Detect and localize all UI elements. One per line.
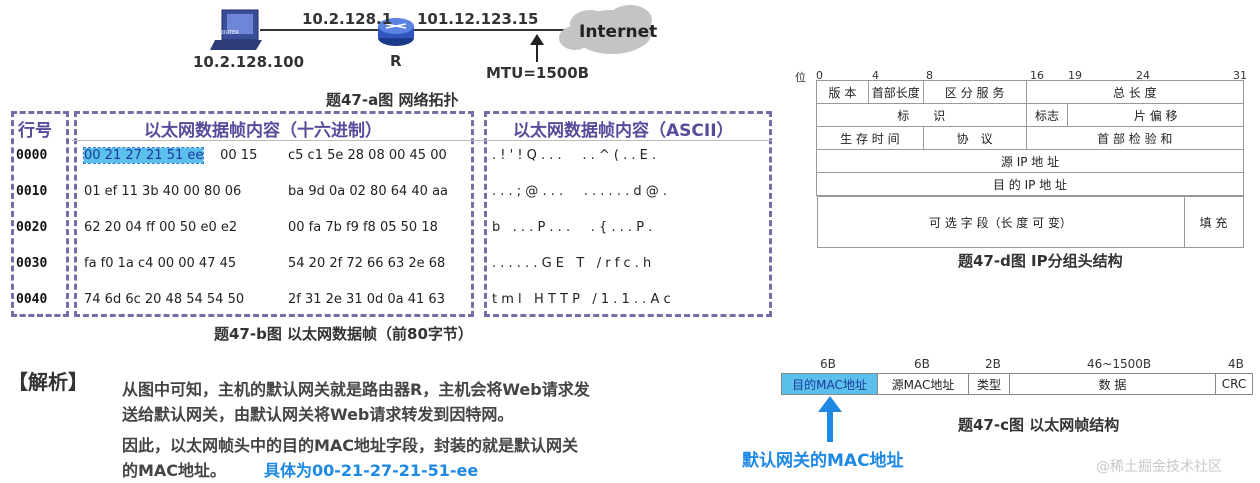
data-field: 数 据 (1009, 373, 1216, 395)
analysis-line: 因此，以太网帧头中的目的MAC地址字段，封装的就是默认网关 (122, 436, 579, 455)
internet-cloud-icon (559, 5, 652, 54)
hex-header: 以太网数据帧内容（十六进制） (144, 121, 382, 141)
arrow-up-icon (818, 396, 842, 442)
padding-field: 填 充 (1184, 196, 1244, 248)
gateway-ip: 10.2.128.1 (302, 10, 393, 28)
line-number-header: 行号 (18, 121, 52, 141)
header-divider (72, 140, 772, 141)
line-number: 0020 (16, 220, 48, 235)
analysis-line: 从图中可知，主机的默认网关就是路由器R，主机会将Web请求发 (122, 380, 590, 399)
ascii-text: . ! ' ! Q . . . . . ^ ( . . E . (492, 148, 657, 163)
hex-bytes: 2f 31 2e 31 0d 0a 41 63 (288, 292, 445, 307)
bit-label: 8 (926, 69, 933, 82)
ihl-field: 首部长度 (867, 80, 924, 104)
line-number: 0040 (16, 292, 48, 307)
tos-field: 区 分 服 务 (922, 80, 1027, 104)
analysis-title: 【解析】 (8, 370, 88, 394)
bit-label: 16 (1030, 69, 1044, 82)
ascii-header: 以太网数据帧内容（ASCII） (513, 121, 734, 141)
bit-label: 位 (795, 71, 806, 84)
computer-icon (210, 9, 262, 50)
router-icon-text: ROUTER (218, 30, 239, 36)
options-field: 可 选 字 段（长 度 可 变） (816, 196, 1185, 248)
total-length-field: 总 长 度 (1025, 80, 1245, 104)
ip-header-table: 版 本 首部长度 区 分 服 务 总 长 度 标 识 标志 片 偏 移 生 存 … (816, 80, 1245, 248)
ascii-text: . . . . . . G E T / r f c . h (492, 256, 652, 271)
crc-field: CRC (1215, 373, 1253, 395)
router-icon (378, 18, 414, 46)
wan-ip: 101.12.123.15 (417, 10, 539, 28)
ttl-field: 生 存 时 间 (816, 126, 924, 150)
source-ip-field: 源 IP 地 址 (816, 149, 1244, 173)
protocol-field: 协 议 (922, 126, 1027, 150)
analysis-line: 送给默认网关，由默认网关将Web请求转发到因特网。 (122, 405, 514, 424)
topology-caption: 题47-a图 网络拓扑 (326, 91, 459, 109)
field-size: 46~1500B (1087, 357, 1152, 371)
ethernet-frame-table: 目的MAC地址 源MAC地址 类型 数 据 CRC (781, 373, 1253, 395)
ip-header-caption: 题47-d图 IP分组头结构 (958, 252, 1123, 270)
host-ip: 10.2.128.100 (193, 53, 305, 71)
hex-bytes: 74 6d 6c 20 48 54 54 50 (84, 292, 245, 307)
field-size: 6B (914, 357, 930, 371)
bit-label: 19 (1068, 69, 1082, 82)
field-size: 6B (820, 357, 836, 371)
watermark: @稀土掘金技术社区 (1096, 459, 1222, 475)
dest-mac-highlight: 00 21 27 21 51 ee (82, 147, 205, 164)
bit-label: 0 (816, 69, 823, 82)
field-size: 4B (1228, 357, 1244, 371)
fragment-offset-field: 片 偏 移 (1067, 103, 1244, 127)
analysis-line: 的MAC地址。 (122, 461, 227, 480)
checksum-field: 首 部 检 验 和 (1025, 126, 1245, 150)
hex-bytes: ba 9d 0a 02 80 64 40 aa (288, 184, 449, 199)
bit-label: 4 (872, 69, 879, 82)
ascii-text: b . . . P . . . . { . . . P . (492, 220, 653, 235)
version-field: 版 本 (816, 80, 869, 104)
hex-bytes: 00 fa 7b f9 f8 05 50 18 (288, 220, 438, 235)
default-gateway-mac-annotation: 默认网关的MAC地址 (742, 451, 904, 471)
ascii-content-box (484, 111, 772, 317)
line-number-box (11, 111, 69, 317)
internet-label: Internet (579, 22, 658, 42)
options-row: 可 选 字 段（长 度 可 变） 填 充 (816, 196, 1244, 248)
dest-ip-field: 目 的 IP 地 址 (816, 172, 1244, 196)
ethernet-caption: 题47-c图 以太网帧结构 (958, 416, 1120, 434)
hex-bytes: 00 15 (216, 148, 258, 163)
hex-content-box (74, 111, 474, 317)
hex-bytes: fa f0 1a c4 00 00 47 45 (84, 256, 237, 271)
identification-field: 标 识 (816, 103, 1027, 127)
ascii-text: t m l H T T P / 1 . 1 . . A c (492, 292, 671, 307)
hex-bytes: 62 20 04 ff 00 50 e0 e2 (84, 220, 238, 235)
line-number: 0030 (16, 256, 48, 271)
dest-mac-field: 目的MAC地址 (781, 373, 878, 395)
frame-caption: 题47-b图 以太网数据帧（前80字节） (214, 325, 473, 343)
src-mac-field: 源MAC地址 (877, 373, 969, 395)
bit-label: 24 (1136, 69, 1150, 82)
topology-diagram (210, 5, 652, 62)
field-size: 2B (985, 357, 1001, 371)
type-field: 类型 (968, 373, 1010, 395)
router-label: R (390, 52, 402, 70)
hex-bytes: 54 20 2f 72 66 63 2e 68 (288, 256, 446, 271)
line-number: 0000 (16, 148, 48, 163)
line-number: 0010 (16, 184, 48, 199)
hex-bytes: c5 c1 5e 28 08 00 45 00 (288, 148, 447, 163)
ascii-text: . . . ; @ . . . . . . . . . d @ . (492, 184, 667, 199)
flags-field: 标志 (1025, 103, 1069, 127)
hex-bytes: 01 ef 11 3b 40 00 80 06 (84, 184, 242, 199)
bit-label: 31 (1233, 69, 1247, 82)
answer-text: 具体为00-21-27-21-51-ee (264, 461, 479, 480)
frame-rows: 0000 0010 0020 0030 0040 00 21 27 21 51 … (16, 147, 776, 307)
mtu-label: MTU=1500B (486, 64, 590, 82)
